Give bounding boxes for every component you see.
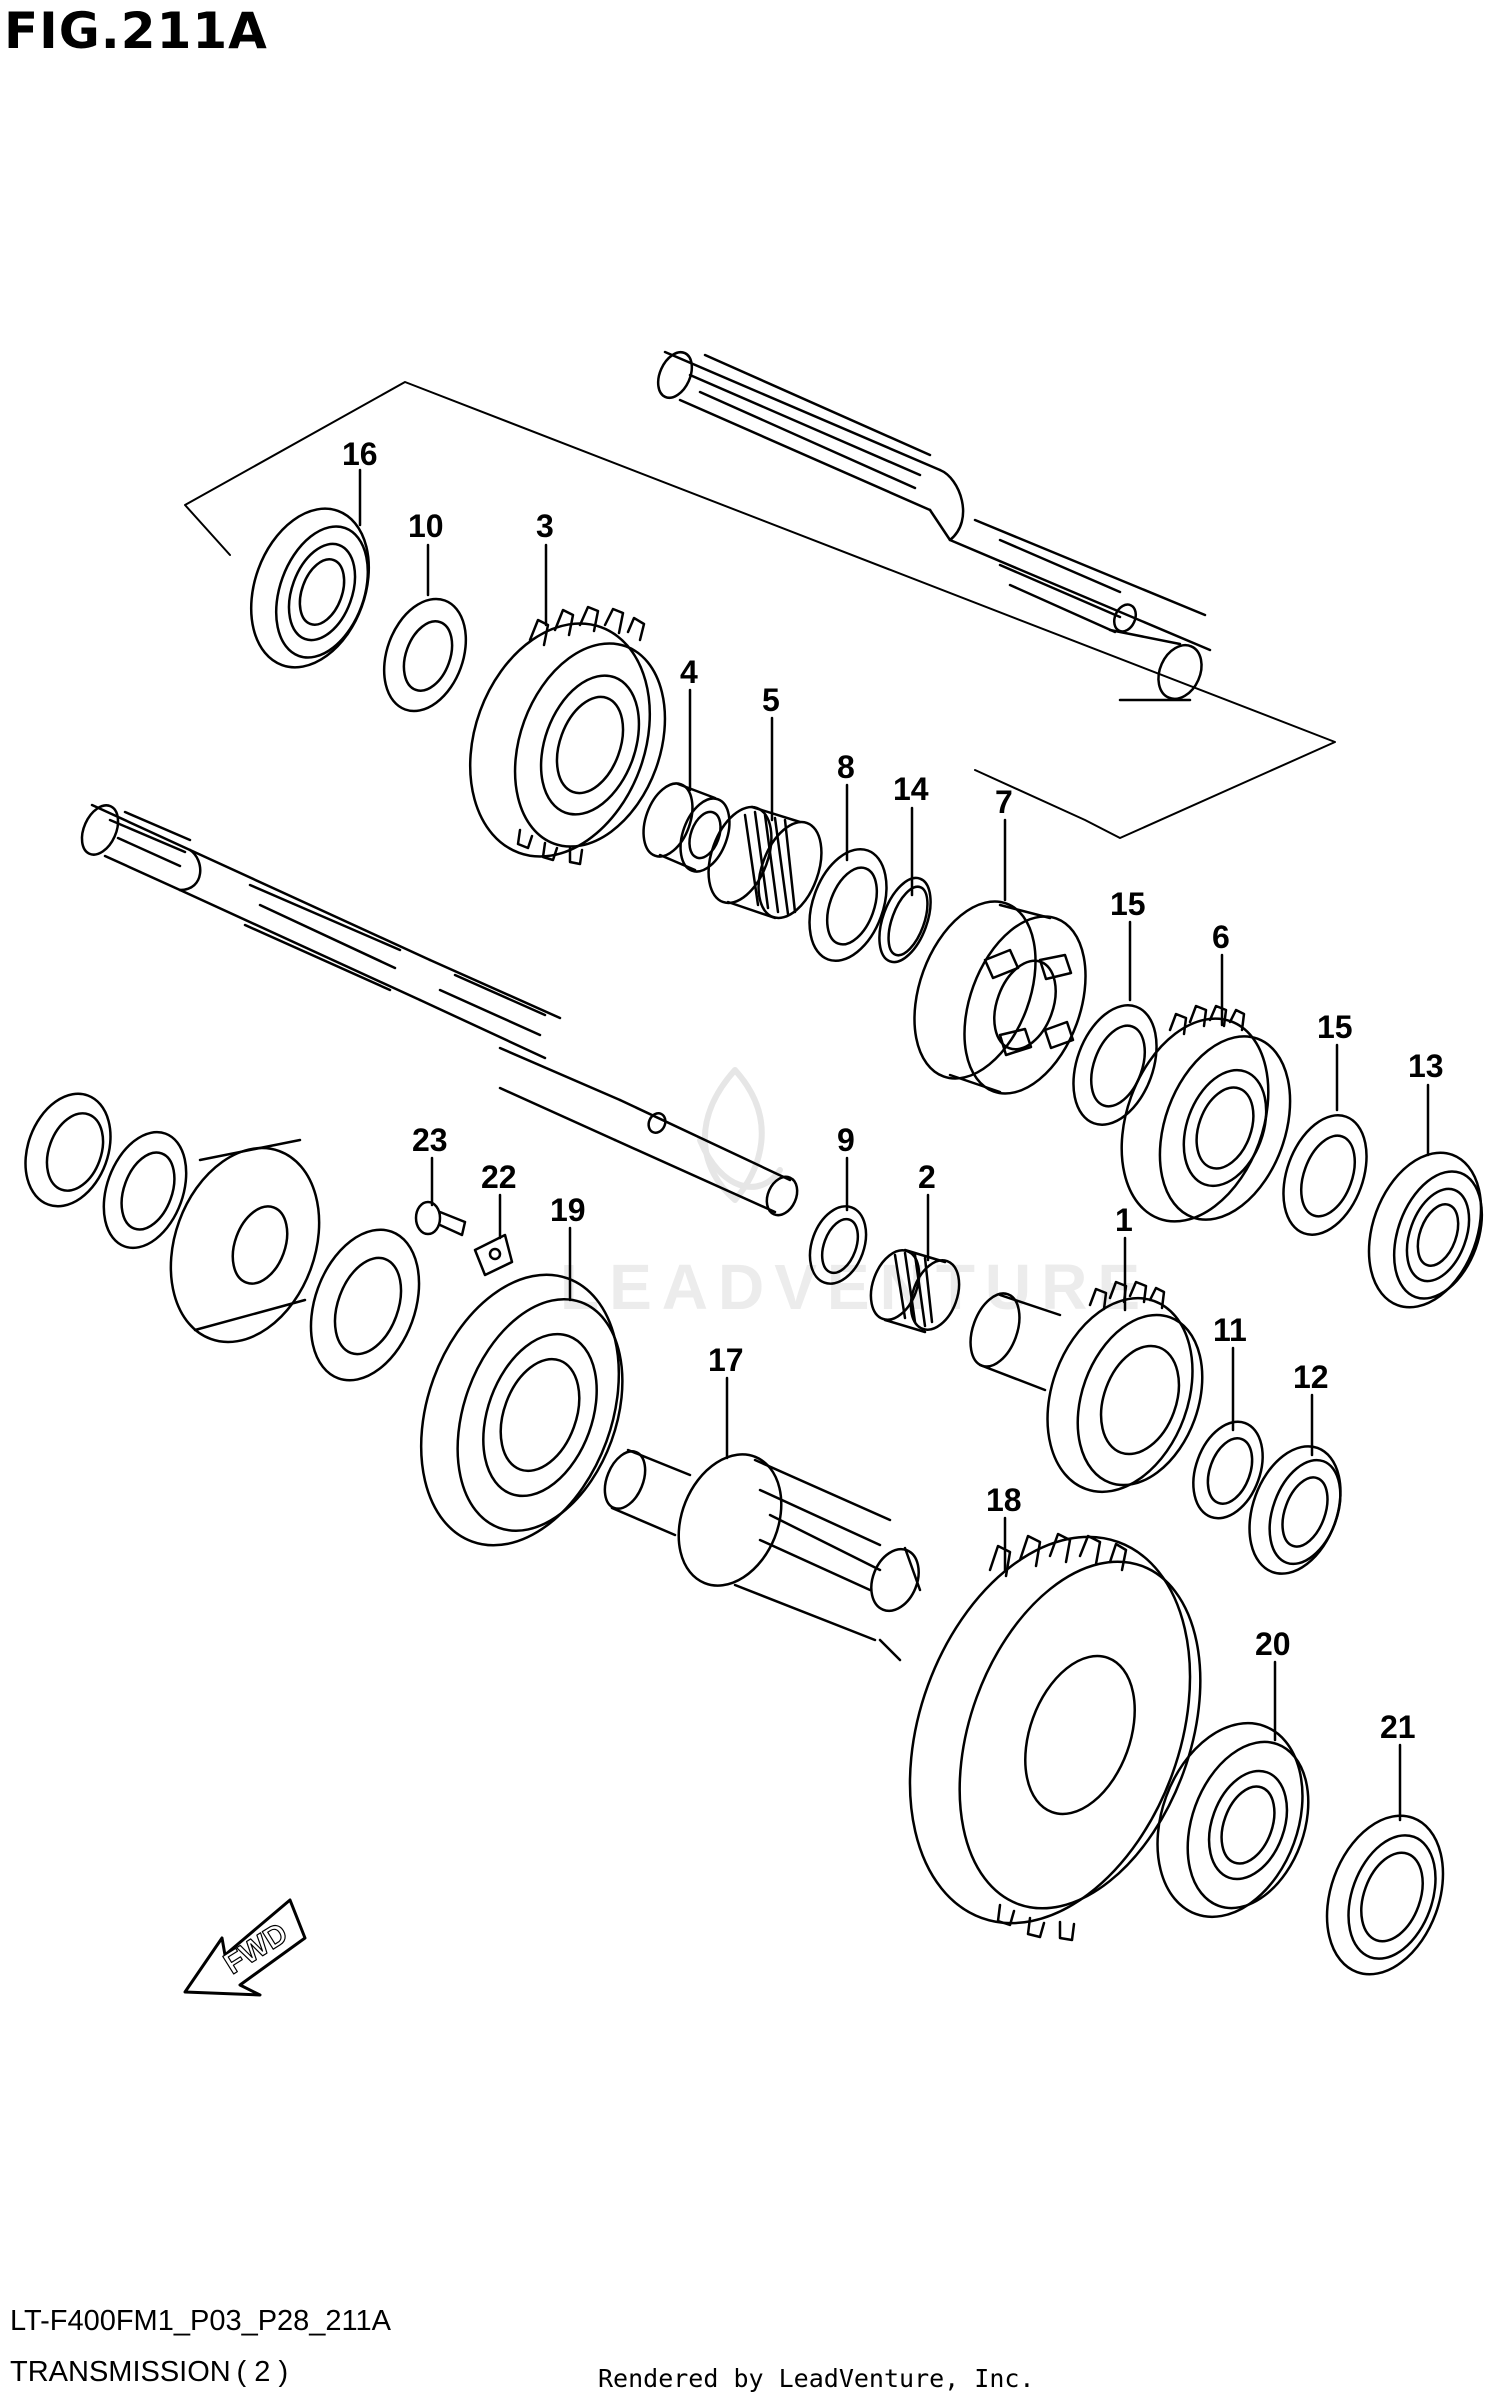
model-code: LT-F400FM1_P03_P28_211A bbox=[10, 2305, 392, 2337]
callout-15a: 15 bbox=[1110, 886, 1146, 922]
callout-4: 4 bbox=[680, 654, 698, 690]
callout-6: 6 bbox=[1212, 919, 1230, 955]
callout-23: 23 bbox=[412, 1122, 448, 1158]
part-9-washer bbox=[808, 1205, 868, 1285]
callout-8: 8 bbox=[837, 749, 855, 785]
part-3-gear bbox=[468, 605, 667, 866]
rendered-by-credit: Rendered by LeadVenture, Inc. bbox=[598, 2364, 1035, 2393]
callout-21: 21 bbox=[1380, 1709, 1416, 1745]
part-15-washer-b bbox=[1282, 1114, 1368, 1236]
part-5-needle-bearing bbox=[707, 805, 823, 920]
part-22-plate bbox=[473, 1233, 514, 1277]
figure-title: FIG.211A bbox=[4, 2, 268, 60]
part-23-bolt bbox=[414, 1200, 467, 1237]
part-4-bushing bbox=[642, 782, 731, 873]
part-10-washer bbox=[382, 597, 468, 713]
callout-labels: 16 10 3 4 5 8 14 7 15 6 15 13 23 22 19 9… bbox=[342, 436, 1444, 1745]
shaft-upper bbox=[656, 350, 1212, 702]
leader-lines bbox=[358, 468, 1430, 1822]
part-7-sleeve bbox=[913, 900, 1087, 1095]
part-14-circlip bbox=[878, 876, 932, 964]
callout-5: 5 bbox=[762, 682, 780, 718]
section-title: TRANSMISSION ( 2 ) bbox=[10, 2356, 289, 2388]
group-outline-upper bbox=[184, 381, 1336, 839]
callout-7: 7 bbox=[995, 784, 1013, 820]
part-16-bearing bbox=[249, 507, 371, 669]
callout-2: 2 bbox=[918, 1159, 936, 1195]
part-15-washer-a bbox=[1072, 1004, 1158, 1126]
watermark-flame-icon bbox=[697, 1067, 783, 1203]
left-seal bbox=[24, 1092, 112, 1208]
callout-3: 3 bbox=[536, 508, 554, 544]
callout-20: 20 bbox=[1255, 1626, 1291, 1662]
callout-16: 16 bbox=[342, 436, 378, 472]
part-6-gear bbox=[1120, 1004, 1292, 1223]
callout-11: 11 bbox=[1213, 1312, 1247, 1348]
callout-1: 1 bbox=[1115, 1202, 1133, 1238]
part-2-needle-bearing bbox=[869, 1248, 961, 1334]
part-11-washer bbox=[1192, 1420, 1264, 1520]
shaft-middle bbox=[80, 803, 799, 1217]
callout-17: 17 bbox=[708, 1342, 744, 1378]
left-bevel-gear bbox=[169, 1138, 321, 1344]
callout-12: 12 bbox=[1293, 1359, 1329, 1395]
part-17-output-shaft bbox=[603, 1448, 922, 1662]
part-21-seal bbox=[1325, 1814, 1445, 1976]
fwd-arrow-label: FWD bbox=[218, 1917, 293, 1981]
callout-15b: 15 bbox=[1317, 1009, 1353, 1045]
callout-13: 13 bbox=[1408, 1048, 1444, 1084]
fwd-arrow-icon: FWD bbox=[183, 1898, 307, 1997]
part-19-bearing bbox=[419, 1273, 624, 1547]
part-18-large-gear bbox=[908, 1532, 1202, 1942]
callout-10: 10 bbox=[408, 508, 444, 544]
part-20-bearing bbox=[1156, 1721, 1310, 1919]
part-12-bearing bbox=[1248, 1445, 1342, 1575]
part-13-bearing bbox=[1367, 1151, 1484, 1309]
washer-large bbox=[309, 1228, 421, 1382]
callout-22: 22 bbox=[481, 1159, 517, 1195]
callout-9: 9 bbox=[837, 1122, 855, 1158]
callout-14: 14 bbox=[893, 771, 929, 807]
callout-18: 18 bbox=[986, 1482, 1022, 1518]
left-washer bbox=[102, 1130, 188, 1250]
part-8-washer bbox=[808, 847, 888, 963]
callout-19: 19 bbox=[550, 1192, 586, 1228]
part-1-gear bbox=[969, 1280, 1204, 1494]
